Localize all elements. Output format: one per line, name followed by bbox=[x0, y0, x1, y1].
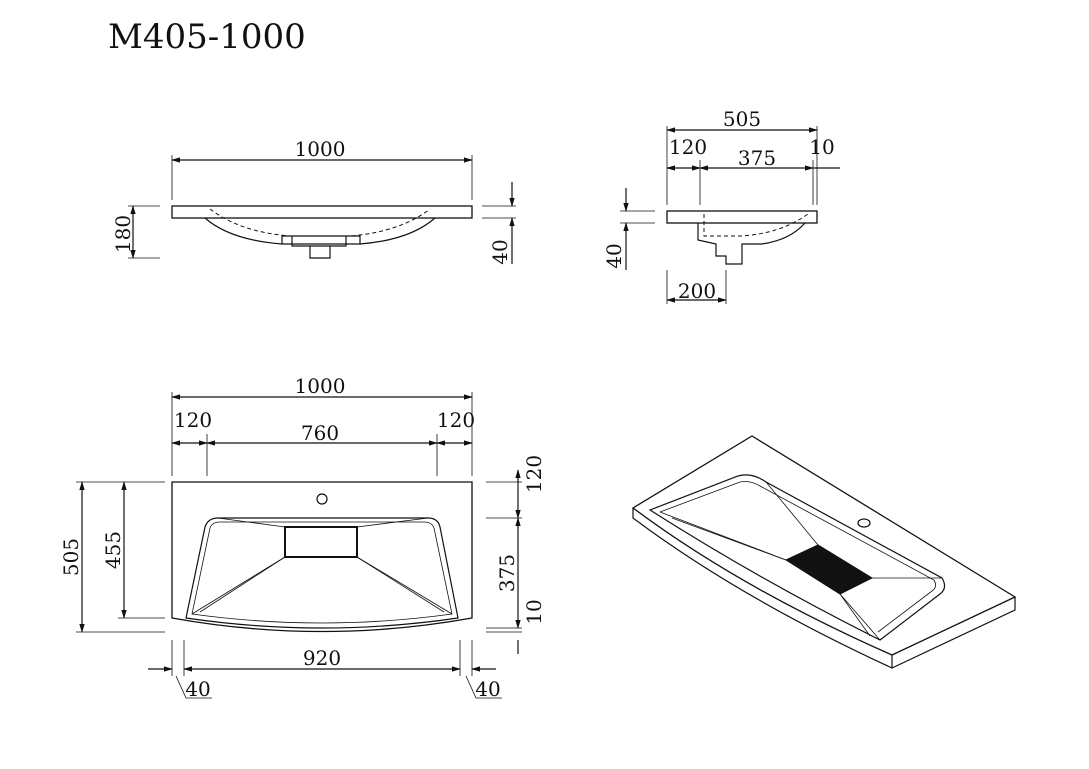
side-bowl-depth-label: 375 bbox=[738, 146, 776, 170]
front-view: 1000 180 40 bbox=[111, 137, 516, 265]
top-left-margin-label: 120 bbox=[174, 408, 212, 432]
isometric-view bbox=[631, 435, 1017, 669]
side-slab bbox=[666, 210, 818, 224]
top-bottom-width-label: 920 bbox=[303, 646, 341, 670]
top-right-offset-label: 40 bbox=[475, 677, 500, 701]
top-drain bbox=[284, 526, 358, 558]
front-drain bbox=[281, 235, 361, 259]
top-inner-depth-label: 455 bbox=[101, 531, 125, 569]
top-bowl bbox=[185, 517, 459, 629]
top-left-offset-label: 40 bbox=[185, 677, 210, 701]
top-width-label: 1000 bbox=[295, 374, 346, 398]
top-back-margin-label: 120 bbox=[522, 455, 546, 493]
iso-front-edge bbox=[632, 508, 893, 669]
iso-faucet-hole bbox=[857, 518, 871, 528]
side-thickness-label: 40 bbox=[602, 243, 626, 268]
iso-bowl bbox=[648, 474, 946, 641]
top-depth-label: 505 bbox=[59, 538, 83, 576]
top-front-gap-label: 10 bbox=[522, 599, 546, 624]
side-back-margin-label: 120 bbox=[669, 135, 707, 159]
side-drain-offset-label: 200 bbox=[678, 279, 716, 303]
drawing-title: M405-1000 bbox=[108, 17, 306, 57]
top-bowl-depth-label: 375 bbox=[495, 554, 519, 592]
front-bowl bbox=[204, 217, 436, 245]
top-view: 1000 120 760 120 505 455 120 375 10 bbox=[59, 374, 546, 701]
faucet-hole bbox=[316, 493, 328, 505]
side-front-lip-label: 10 bbox=[809, 135, 834, 159]
front-width-label: 1000 bbox=[295, 137, 346, 161]
iso-top-surface bbox=[631, 435, 1017, 656]
side-depth-label: 505 bbox=[723, 107, 761, 131]
top-bowl-width-label: 760 bbox=[301, 421, 339, 445]
side-view: 505 120 375 10 40 200 bbox=[602, 107, 840, 304]
top-right-margin-label: 120 bbox=[437, 408, 475, 432]
side-bowl bbox=[697, 222, 806, 265]
front-thickness-label: 40 bbox=[488, 239, 512, 264]
front-height-label: 180 bbox=[111, 215, 135, 253]
side-bowl-hidden bbox=[703, 213, 809, 237]
front-slab bbox=[171, 205, 473, 219]
